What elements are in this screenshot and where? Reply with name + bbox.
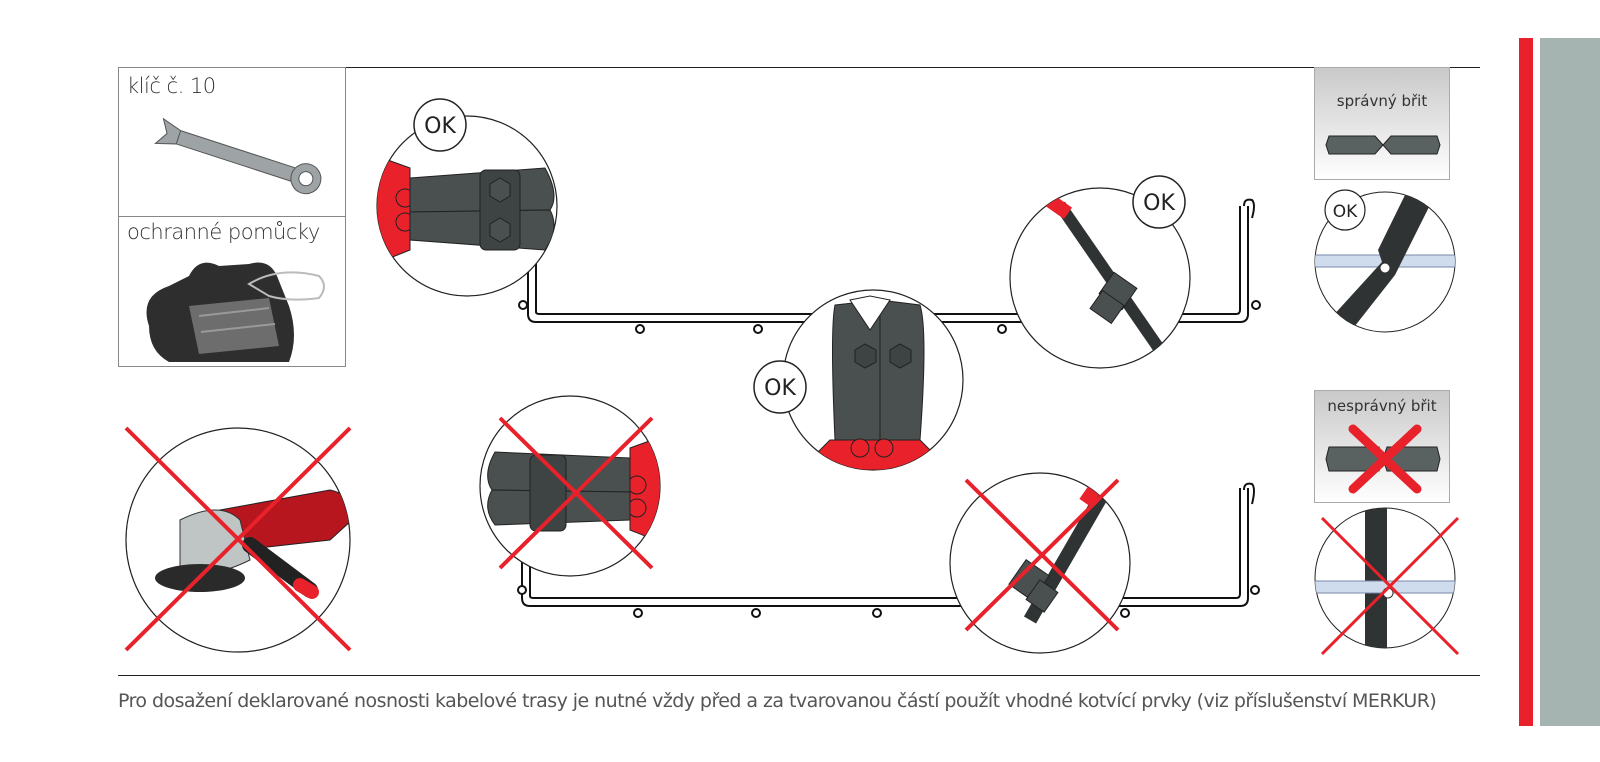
incorrect-edge-label: nesprávný břit <box>1327 397 1437 415</box>
cutter-detail-center: OK <box>753 289 964 471</box>
content-frame <box>118 67 1480 676</box>
wrench-label: klíč č. 10 <box>127 74 216 98</box>
gloves-glasses-icon <box>146 262 325 362</box>
angle-grinder-forbidden <box>124 426 352 653</box>
protective-gear-label: ochranné pomůcky <box>127 220 320 244</box>
wrench-icon <box>154 117 322 195</box>
cutter-detail-top-right: OK <box>1009 175 1191 369</box>
side-grey-bar <box>1540 38 1600 726</box>
required-tools-panel: klíč č. 10 ochranné pomůcky <box>118 67 346 367</box>
tools-divider <box>119 216 345 217</box>
ok-badge-1: OK <box>424 114 456 139</box>
ok-badge-2: OK <box>764 376 796 401</box>
incorrect-edge-box: nesprávný břit <box>1314 390 1450 503</box>
incorrect-edge-icon <box>1325 424 1441 494</box>
incorrect-edge-detail <box>1314 507 1460 656</box>
ok-badge-4: OK <box>1333 202 1358 222</box>
page-number: 5 <box>1520 700 1534 724</box>
cutter-detail-top-left: OK <box>376 98 558 297</box>
correct-edge-box: správný břit <box>1314 67 1450 180</box>
cutter-detail-wrong-right <box>949 472 1131 654</box>
correct-edge-detail: OK <box>1314 189 1456 333</box>
accent-red-bar <box>1519 38 1533 726</box>
load-capacity-note: Pro dosažení deklarované nosnosti kabelo… <box>118 690 1437 712</box>
correct-edge-icon <box>1325 135 1441 155</box>
correct-edge-label: správný břit <box>1336 92 1428 110</box>
cutter-detail-wrong-left <box>479 395 661 577</box>
ok-badge-3: OK <box>1143 191 1175 216</box>
